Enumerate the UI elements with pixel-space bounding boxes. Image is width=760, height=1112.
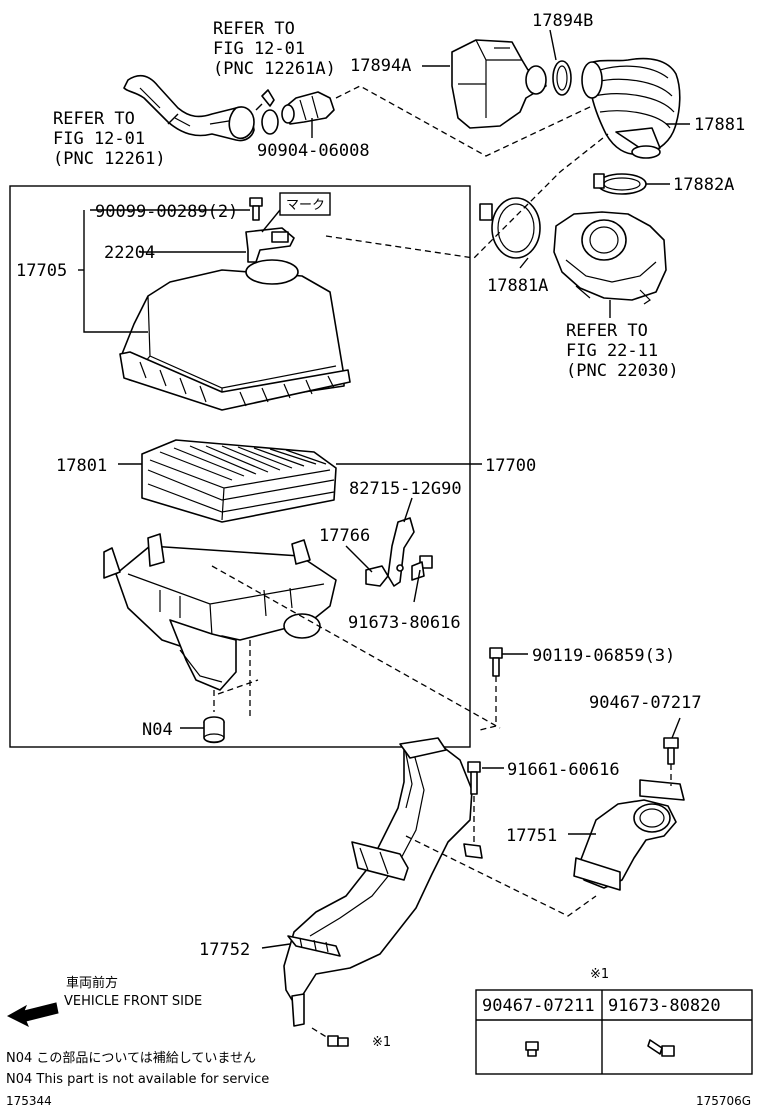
label-90467-07217: 90467-07217 <box>589 693 702 713</box>
intake-hose-17881 <box>581 57 681 159</box>
assembly-frame-17700 <box>9 185 471 748</box>
label-17751: 17751 <box>506 826 557 846</box>
resonator-17894a <box>451 39 547 129</box>
hose-clamp-12261a <box>261 89 279 135</box>
bolt-90119-06859 <box>479 647 503 731</box>
sensor-22204 <box>245 227 295 263</box>
callout-ref-12-01-a: REFER TO FIG 12-01 (PNC 12261A) <box>213 19 336 79</box>
label-17705: 17705 <box>16 261 67 281</box>
label-22204: 22204 <box>104 243 155 263</box>
label-90119-06859: 90119-06859(3) <box>532 646 675 666</box>
vehicle-front-indicator: 車両前方 VEHICLE FRONT SIDE <box>6 975 202 1028</box>
direction-en: VEHICLE FRONT SIDE <box>64 994 202 1009</box>
label-17894a: 17894A <box>350 56 411 76</box>
svg-text:REFER TO: REFER TO <box>566 321 648 341</box>
guide-line <box>211 565 501 729</box>
footer-right: 175706G <box>696 1094 751 1108</box>
label-91661-60616: 91661-60616 <box>507 760 620 780</box>
bracket-82715-12g90 <box>387 517 415 587</box>
callout-ref-22-11: REFER TO FIG 22-11 (PNC 22030) <box>566 321 679 381</box>
leader-lines <box>78 29 690 949</box>
label-17881: 17881 <box>694 115 745 135</box>
filter-element-17801 <box>141 439 337 523</box>
label-17882a: 17882A <box>673 175 734 195</box>
fastener-table: ※1 90467-07211 91673-80820 <box>475 967 753 1075</box>
svg-text:(PNC 12261): (PNC 12261) <box>53 149 166 169</box>
note-ref-bolt: ※1 <box>372 1035 391 1050</box>
svg-text:(PNC 22030): (PNC 22030) <box>566 361 679 381</box>
note-jp: N04 この部品については補給していません <box>6 1051 256 1066</box>
label-17881a: 17881A <box>487 276 548 296</box>
table-col2-header: 91673-80820 <box>608 996 721 1016</box>
svg-text:REFER TO: REFER TO <box>53 109 135 129</box>
bolt-91661-60616 <box>463 761 483 859</box>
bolt-91673-80820-icon <box>647 1039 675 1057</box>
hose-12261 <box>123 74 255 142</box>
note-en: N04 This part is not available for servi… <box>6 1072 269 1087</box>
svg-text:FIG 12-01: FIG 12-01 <box>213 39 305 59</box>
grommet-n04 <box>203 716 225 744</box>
label-82715-12g90: 82715-12G90 <box>349 479 462 499</box>
air-hose-17751 <box>573 779 685 891</box>
label-17801: 17801 <box>56 456 107 476</box>
footer-left: 175344 <box>6 1094 52 1108</box>
arrow-left-icon <box>6 1002 59 1028</box>
clamp-17882a <box>593 173 647 195</box>
air-cleaner-cap-17705 <box>119 259 351 411</box>
label-91673-80616: 91673-80616 <box>348 613 461 633</box>
bolt-90099-00289 <box>249 197 263 221</box>
throttle-body <box>553 211 667 305</box>
air-cleaner-case-lower <box>103 533 337 691</box>
label-17700: 17700 <box>485 456 536 476</box>
label-17894b: 17894B <box>532 11 593 31</box>
guide-line <box>335 85 593 157</box>
svg-text:FIG 22-11: FIG 22-11 <box>566 341 658 361</box>
part-90904-06008-fitting <box>281 91 335 125</box>
bolt-91673-80616 <box>411 555 433 581</box>
bolt-90467-07211-icon <box>525 1041 539 1057</box>
bolt-90467-07217 <box>663 737 679 786</box>
label-90099-00289: 90099-00289(2) <box>95 202 238 222</box>
clamp-17881a <box>479 197 541 259</box>
svg-text:REFER TO: REFER TO <box>213 19 295 39</box>
label-n04: N04 <box>142 720 173 740</box>
mark-box <box>279 192 331 216</box>
guide-line <box>405 835 597 917</box>
label-17766: 17766 <box>319 526 370 546</box>
label-17752: 17752 <box>199 940 250 960</box>
label-90904-06008: 90904-06008 <box>257 141 370 161</box>
svg-text:FIG 12-01: FIG 12-01 <box>53 129 145 149</box>
direction-jp: 車両前方 <box>66 975 118 991</box>
air-duct-17752 <box>283 737 473 1027</box>
bolt-note1 <box>311 1027 349 1047</box>
ring-17894b <box>552 60 572 96</box>
guide-line <box>325 133 609 259</box>
guide-line <box>217 640 259 720</box>
svg-text:(PNC 12261A): (PNC 12261A) <box>213 59 336 79</box>
table-ref: ※1 <box>590 967 609 982</box>
callout-ref-12-01: REFER TO FIG 12-01 (PNC 12261) <box>53 109 166 169</box>
table-col1-header: 90467-07211 <box>482 996 595 1016</box>
mark-label: マーク <box>286 198 325 213</box>
